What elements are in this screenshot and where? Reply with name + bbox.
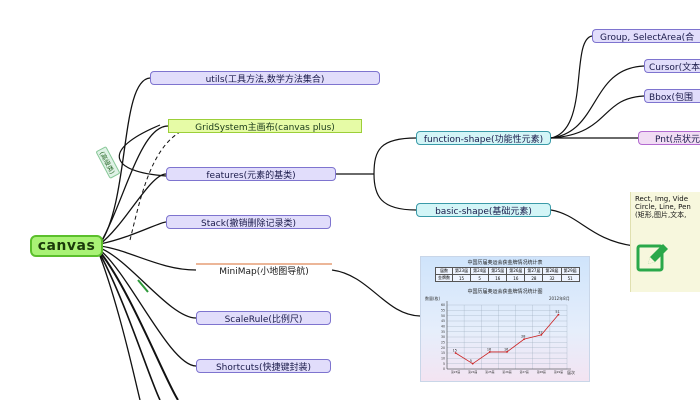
- connector-offscreen-1: [99, 251, 179, 400]
- connector-image: [331, 269, 421, 317]
- branch-minimap-label: MiniMap(小地图导航): [219, 266, 309, 277]
- branch-stack[interactable]: Stack(撤销删除记录类): [166, 215, 331, 229]
- chart-x-tick-label: 第26届: [502, 370, 511, 374]
- connector-basic-note: [550, 209, 635, 247]
- note-line-2: Circle, Line, Pen: [635, 203, 691, 211]
- chart-y-tick-label: 25: [441, 341, 445, 345]
- node-cursor[interactable]: Cursor(文本: [644, 59, 700, 73]
- node-pnt[interactable]: Pnt(点状元: [638, 131, 700, 145]
- node-pnt-label: Pnt(点状元: [655, 134, 700, 145]
- branch-gridsystem-label: GridSystem主画布(canvas plus): [195, 122, 335, 133]
- relation-dashed: [129, 131, 181, 241]
- chart-y-tick-label: 45: [441, 319, 445, 323]
- chart-point: [454, 352, 457, 354]
- node-group-selectarea[interactable]: Group, SelectArea(合: [592, 29, 700, 43]
- relation-green-arrow: [137, 279, 149, 293]
- chart-y-tick-label: 10: [441, 357, 445, 361]
- note-line-3: (矩形,图片,文本,: [635, 211, 687, 219]
- chart-data-label: 5: [470, 359, 472, 363]
- branch-utils-label: utils(工具方法,数学方法集合): [205, 74, 325, 85]
- branch-minimap[interactable]: MiniMap(小地图导航): [196, 263, 332, 277]
- connector-shortcuts: [99, 249, 197, 367]
- chart-y-tick-label: 20: [441, 346, 445, 350]
- chart-y-tick-label: 0: [443, 367, 445, 371]
- chart-data-label: 28: [521, 335, 525, 339]
- table-value-cell: 28: [524, 274, 544, 282]
- note-line-1: Rect, Img, Vide: [635, 195, 689, 203]
- chart-data-label: 16: [487, 347, 491, 351]
- image-olympic-stats[interactable]: 中国历届奥运会获金牌情况统计表 届数第23届第24届第25届第26届第27届第2…: [420, 256, 590, 382]
- node-basic-shape[interactable]: basic-shape(基础元素): [416, 203, 551, 217]
- node-function-shape-label: function-shape(功能性元素): [423, 134, 544, 145]
- chart-y-tick-label: 60: [441, 303, 445, 307]
- chart-data-label: 32: [538, 330, 542, 334]
- chart-y-tick-label: 40: [441, 325, 445, 329]
- chart-point: [557, 313, 560, 316]
- connector-offscreen-3: [99, 255, 141, 400]
- image-chart-xlabel: 届次: [567, 370, 575, 375]
- node-basic-shape-label: basic-shape(基础元素): [435, 206, 532, 217]
- chart-x-tick-label: 第28届: [537, 370, 546, 374]
- connector-stack: [99, 221, 167, 245]
- chart-x-tick-label: 第24届: [468, 370, 477, 374]
- basic-shape-note[interactable]: Rect, Img, Vide Circle, Line, Pen (矩形,图片…: [630, 192, 700, 292]
- node-function-shape[interactable]: function-shape(功能性元素): [416, 131, 551, 145]
- chart-x-tick-label: 第29届: [554, 370, 563, 374]
- connector-scalerule: [99, 247, 197, 319]
- chart-y-tick-label: 30: [441, 335, 445, 339]
- chart-x-tick-label: 第25届: [485, 370, 494, 374]
- connector-function-shape: [373, 137, 417, 175]
- connector-gridsystem: [99, 125, 169, 245]
- root-label: canvas: [37, 238, 96, 254]
- edit-pen-icon: [636, 244, 668, 272]
- chart-y-tick-label: 35: [441, 330, 445, 334]
- table-value-cell: 51: [560, 274, 580, 282]
- image-chart-ylabel: 数量(枚): [425, 296, 441, 301]
- connector-group: [550, 35, 593, 139]
- node-bbox[interactable]: Bbox(包围: [644, 89, 700, 103]
- image-table-title: 中国历届奥运会获金牌情况统计表: [467, 260, 543, 266]
- node-group-label: Group, SelectArea(合: [600, 32, 695, 43]
- chart-point: [471, 362, 474, 365]
- image-chart-date: 2012年8月: [549, 296, 570, 301]
- branch-gridsystem[interactable]: GridSystem主画布(canvas plus): [168, 119, 362, 133]
- chart-data-label: 15: [453, 349, 457, 353]
- connector-minimap: [99, 245, 197, 271]
- chart-series-line: [455, 314, 559, 365]
- branch-scalerule[interactable]: ScaleRule(比例尺): [196, 311, 331, 325]
- chart-y-tick-label: 50: [441, 314, 445, 318]
- chart-point: [523, 338, 526, 341]
- chart-x-tick-label: 第23届: [451, 370, 460, 374]
- table-value-cell: 16: [506, 274, 526, 282]
- branch-stack-label: Stack(撤销删除记录类): [201, 218, 296, 229]
- node-bbox-label: Bbox(包围: [649, 92, 693, 103]
- connector-basic-shape: [373, 173, 417, 211]
- chart-point: [488, 351, 491, 353]
- chart-point: [506, 351, 508, 353]
- chart-y-tick-label: 55: [441, 309, 445, 313]
- branch-shortcuts-label: Shortcuts(快捷键封装): [215, 362, 312, 373]
- branch-utils[interactable]: utils(工具方法,数学方法集合): [150, 71, 380, 85]
- chart-data-label: 51: [555, 310, 559, 314]
- connector-cursor: [550, 65, 645, 139]
- root-node-canvas[interactable]: canvas: [30, 235, 103, 257]
- chart-y-tick-label: 5: [443, 362, 445, 366]
- branch-features-label: features(元素的基类): [206, 170, 296, 181]
- branch-shortcuts[interactable]: Shortcuts(快捷键封装): [196, 359, 331, 373]
- table-value-cell: 32: [542, 274, 562, 282]
- chart-x-tick-label: 第27届: [520, 370, 529, 374]
- connector-bbox: [550, 95, 645, 139]
- branch-features[interactable]: features(元素的基类): [166, 167, 336, 181]
- relation-curve: [118, 124, 167, 177]
- chart-point: [540, 333, 543, 336]
- connector-offscreen-2: [99, 253, 161, 400]
- branch-scalerule-label: ScaleRule(比例尺): [224, 314, 303, 325]
- node-cursor-label: Cursor(文本: [649, 62, 700, 73]
- chart-data-label: 16: [504, 347, 508, 351]
- chart-y-tick-label: 15: [441, 351, 445, 355]
- image-chart-title: 中国历届奥运会获金牌情况统计图: [467, 289, 543, 295]
